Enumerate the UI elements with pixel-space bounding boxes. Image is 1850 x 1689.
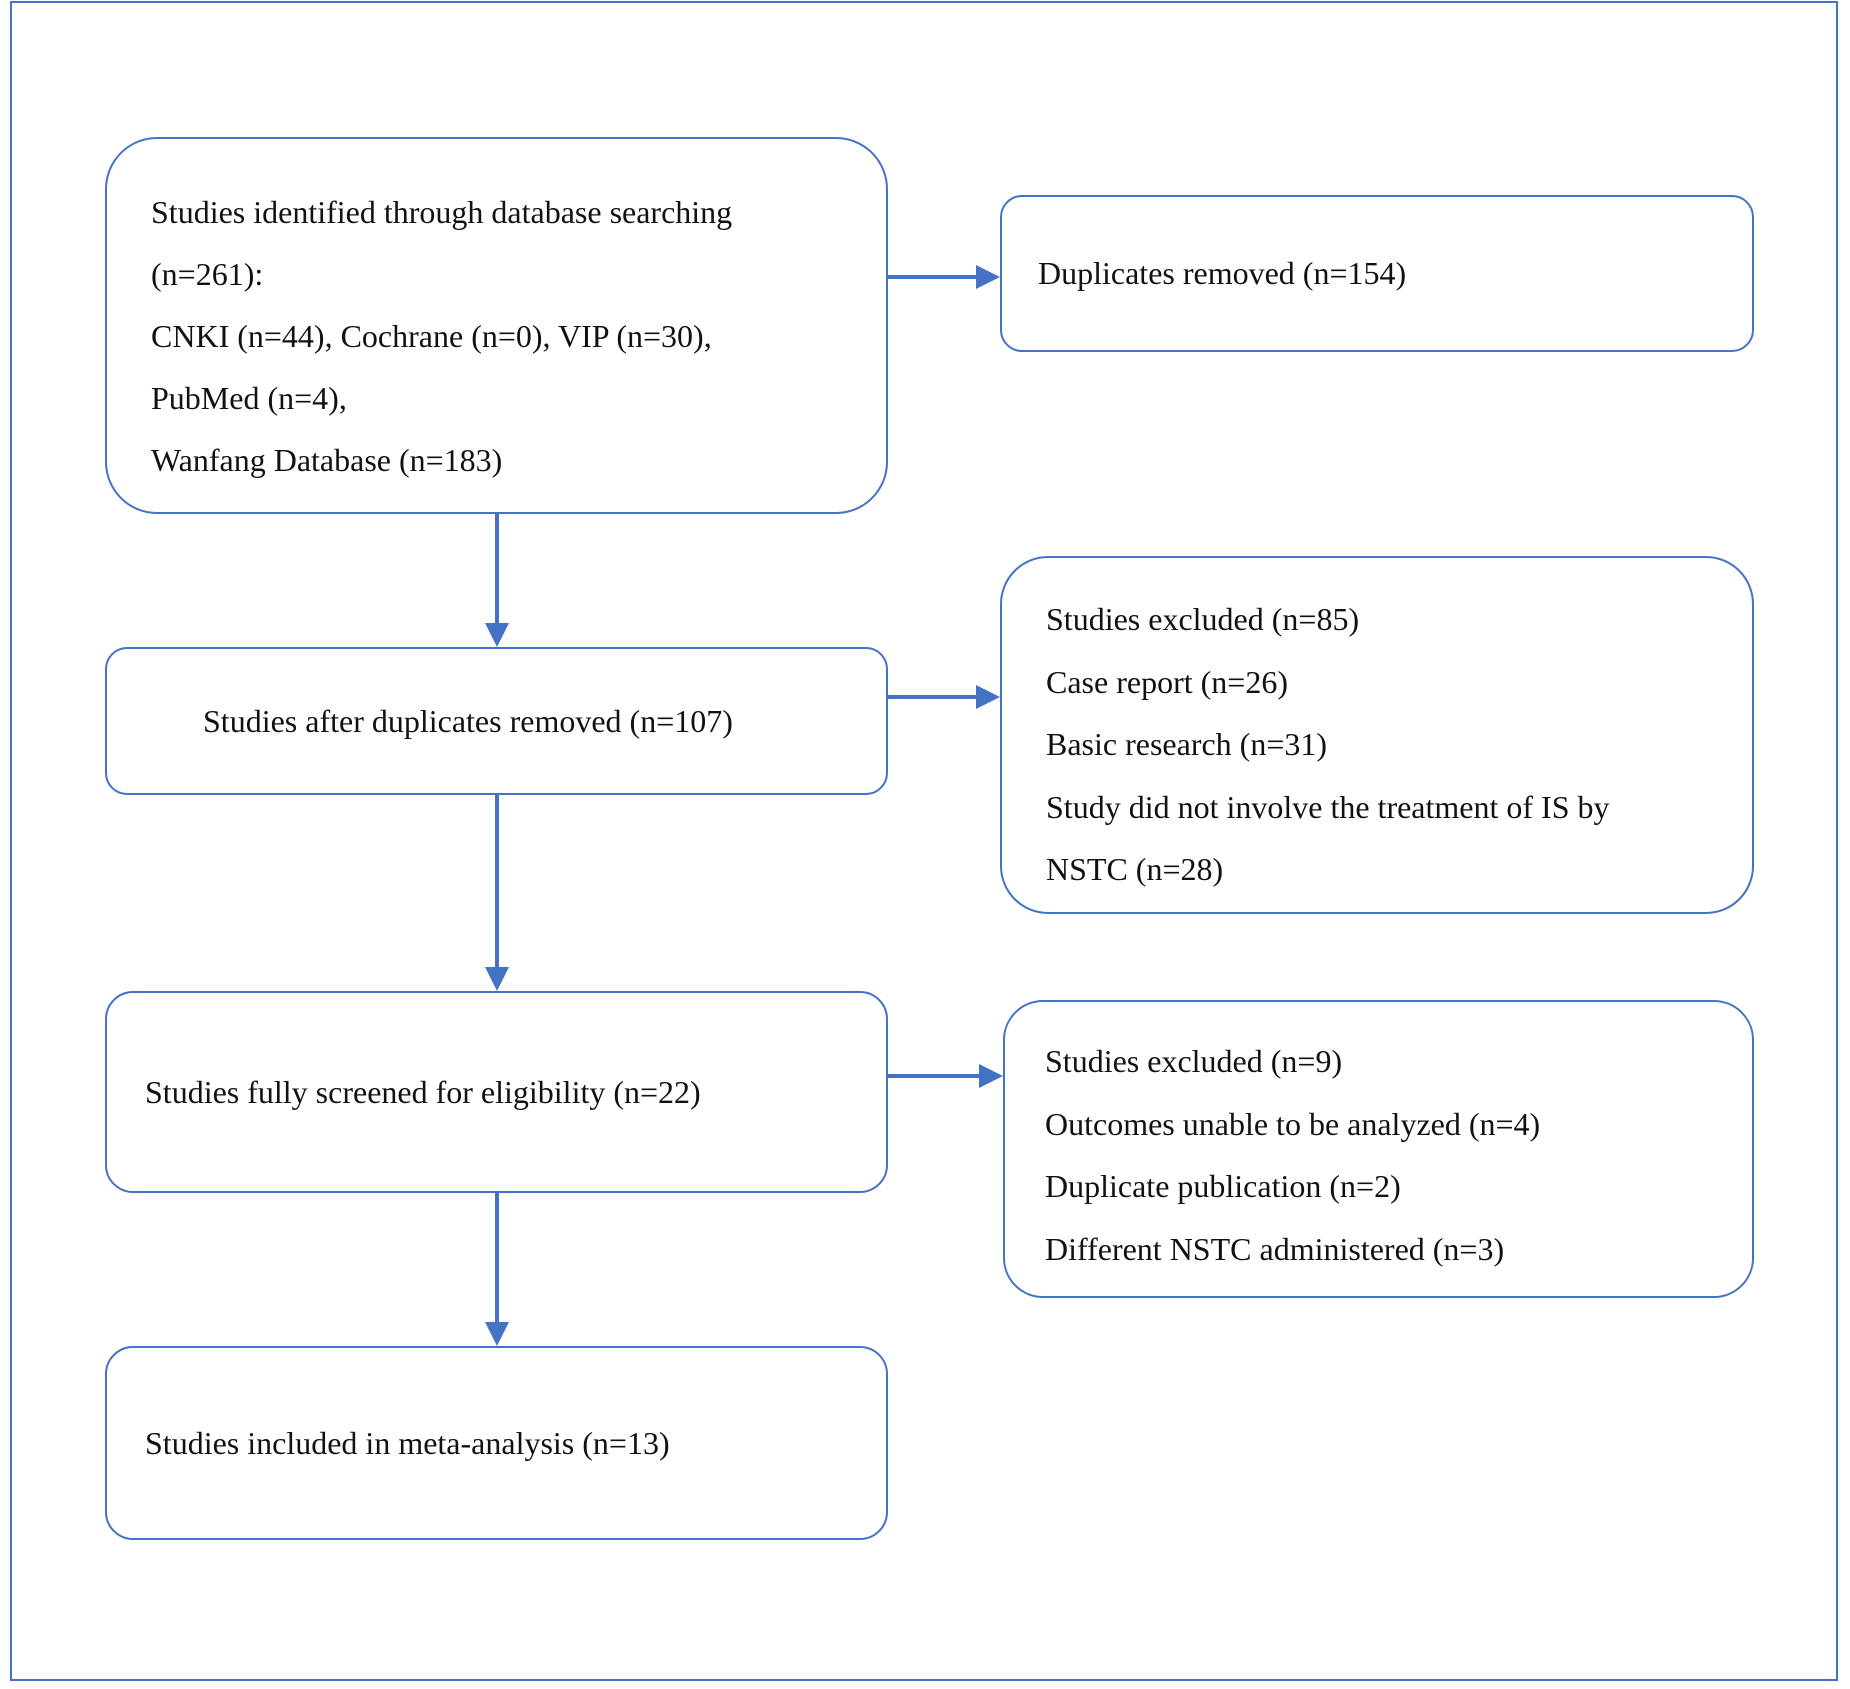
first-exclusion-line-3: Basic research (n=31): [1046, 726, 1328, 762]
second-exclusion-line-1: Studies excluded (n=9): [1045, 1043, 1343, 1079]
figure-frame: [10, 1, 1838, 1681]
screened-studies-label: Studies fully screened for eligibility (…: [145, 1073, 701, 1110]
duplicates-removed-box: Duplicates removed (n=154): [1000, 195, 1754, 352]
second-exclusion-line-3: Duplicate publication (n=2): [1045, 1168, 1401, 1204]
included-studies-box: Studies included in meta-analysis (n=13): [105, 1346, 888, 1540]
included-studies-label: Studies included in meta-analysis (n=13): [145, 1424, 670, 1461]
identified-line-1: Studies identified through database sear…: [151, 194, 733, 230]
second-exclusion-box: Studies excluded (n=9) Outcomes unable t…: [1003, 1000, 1754, 1298]
first-exclusion-line-4: Study did not involve the treatment of I…: [1046, 788, 1610, 825]
identified-studies-box: Studies identified through database sear…: [105, 137, 888, 514]
first-exclusion-line-2: Case report (n=26): [1046, 663, 1288, 700]
second-exclusion-line-2: Outcomes unable to be analyzed (n=4): [1045, 1105, 1541, 1142]
screened-studies-box: Studies fully screened for eligibility (…: [105, 991, 888, 1193]
after-duplicates-box: Studies after duplicates removed (n=107): [105, 647, 888, 795]
identified-line-2: (n=261):: [151, 256, 264, 292]
first-exclusion-line-5: NSTC (n=28): [1046, 851, 1224, 887]
first-exclusion-line-1: Studies excluded (n=85): [1046, 601, 1360, 637]
identified-line-3: CNKI (n=44), Cochrane (n=0), VIP (n=30),: [151, 318, 712, 354]
second-exclusion-line-4: Different NSTC administered (n=3): [1045, 1230, 1505, 1267]
identified-line-5: Wanfang Database (n=183): [151, 442, 503, 478]
first-exclusion-box: Studies excluded (n=85) Case report (n=2…: [1000, 556, 1754, 914]
after-duplicates-label: Studies after duplicates removed (n=107): [203, 702, 733, 739]
duplicates-removed-label: Duplicates removed (n=154): [1038, 255, 1407, 292]
identified-line-4: PubMed (n=4),: [151, 380, 347, 416]
